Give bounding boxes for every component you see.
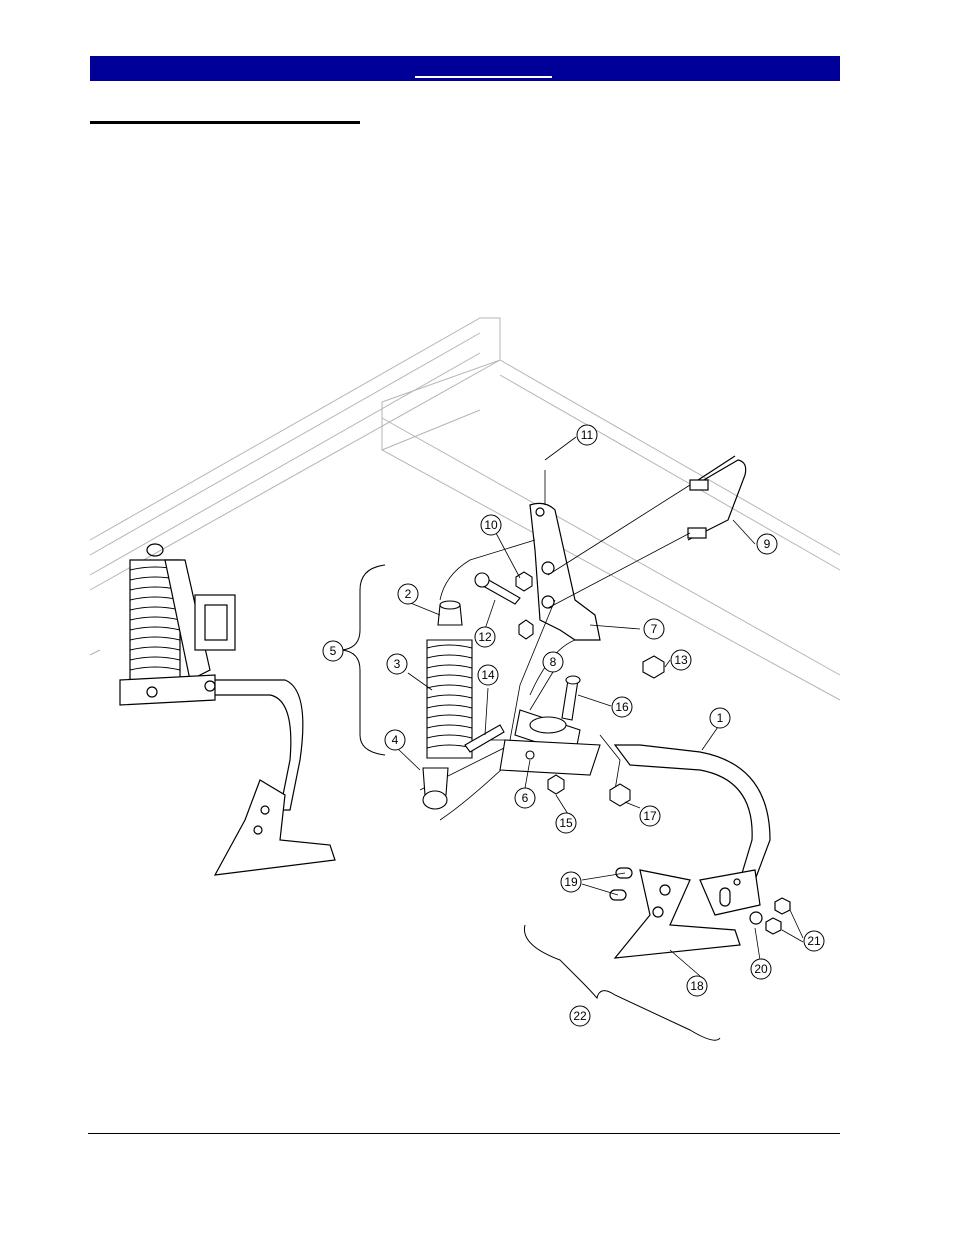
callout-2: 2 — [398, 584, 418, 604]
callout-1-label: 1 — [717, 711, 724, 725]
callout-20: 20 — [751, 959, 771, 979]
callout-1: 1 — [710, 708, 730, 728]
callout-7: 7 — [644, 619, 664, 639]
callout-4-label: 4 — [392, 733, 399, 747]
callout-19-label: 19 — [564, 875, 578, 889]
callout-20-label: 20 — [754, 962, 768, 976]
callout-2-label: 2 — [405, 587, 412, 601]
callout-19: 19 — [561, 872, 581, 892]
callout-17: 17 — [640, 806, 660, 826]
callout-18-label: 18 — [690, 979, 704, 993]
callout-14: 14 — [478, 665, 498, 685]
callout-16-label: 16 — [615, 700, 629, 714]
callout-21-label: 21 — [807, 934, 821, 948]
callout-6-label: 6 — [522, 791, 529, 805]
callout-9-label: 9 — [764, 537, 771, 551]
callout-18: 18 — [687, 976, 707, 996]
footer-rule — [88, 1133, 840, 1134]
callout-3-label: 3 — [394, 657, 401, 671]
callout-10-label: 10 — [484, 518, 498, 532]
callout-4: 4 — [385, 730, 405, 750]
callout-15: 15 — [556, 813, 576, 833]
callout-15-label: 15 — [559, 816, 573, 830]
callout-22: 22 — [570, 1006, 590, 1026]
callout-6: 6 — [515, 788, 535, 808]
callout-12-label: 12 — [478, 630, 492, 644]
callout-11: 11 — [577, 425, 597, 445]
clamp-bracket — [530, 503, 600, 640]
right-shank — [615, 745, 770, 915]
callout-5-label: 5 — [330, 644, 337, 658]
callout-17-label: 17 — [643, 809, 657, 823]
callout-8: 8 — [543, 652, 563, 672]
callout-22-label: 22 — [573, 1009, 587, 1023]
callout-11-label: 11 — [581, 428, 594, 442]
callout-7-label: 7 — [651, 622, 658, 636]
callout-9: 9 — [757, 534, 777, 554]
callout-13: 13 — [671, 650, 691, 670]
callout-13-label: 13 — [674, 653, 688, 667]
u-bolt — [688, 456, 746, 540]
callout-12: 12 — [475, 627, 495, 647]
callout-16: 16 — [612, 697, 632, 717]
callout-21: 21 — [804, 931, 824, 951]
callout-5: 5 — [323, 641, 343, 661]
callout-8-label: 8 — [550, 655, 557, 669]
callout-3: 3 — [387, 654, 407, 674]
callout-10: 10 — [481, 515, 501, 535]
left-assembled-shank — [120, 544, 335, 875]
callout-14-label: 14 — [481, 668, 495, 682]
